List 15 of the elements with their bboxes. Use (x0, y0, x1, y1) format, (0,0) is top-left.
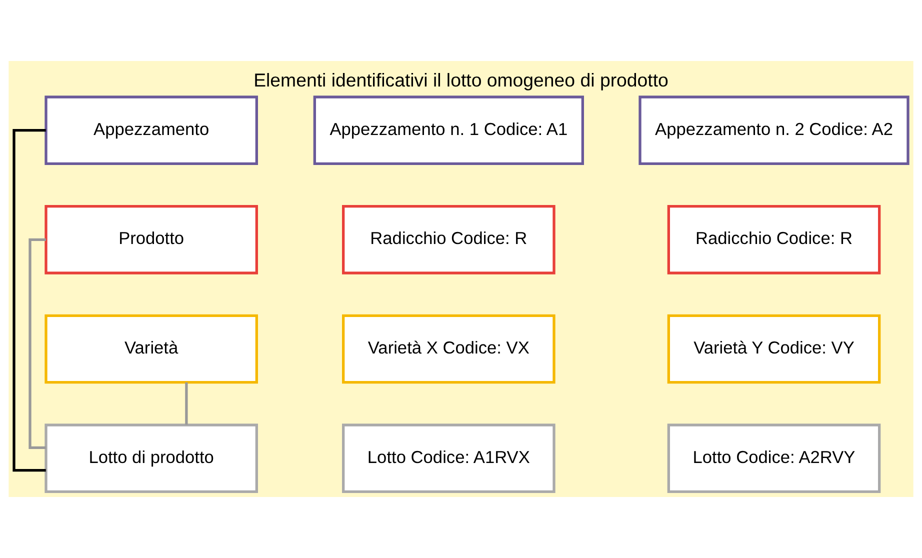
connector (185, 382, 188, 425)
node-box: Appezzamento (44, 96, 258, 165)
node-box: Varietà Y Codice: VY (667, 314, 881, 384)
node-box: Radicchio Codice: R (342, 205, 556, 274)
node-box: Varietà X Codice: VX (342, 314, 556, 384)
node-box: Varietà (44, 314, 258, 384)
node-box: Lotto di prodotto (44, 424, 258, 493)
diagram-title: Elementi identificativi il lotto omogeneo di prodotto (254, 70, 668, 91)
node-box: Lotto Codice: A1RVX (342, 424, 556, 493)
node-box: Lotto Codice: A2RVY (667, 424, 881, 493)
node-box: Appezzamento n. 2 Codice: A2 (638, 96, 910, 165)
node-box: Radicchio Codice: R (667, 205, 881, 274)
node-box: Prodotto (44, 205, 258, 274)
connector (12, 129, 46, 472)
node-box: Appezzamento n. 1 Codice: A1 (313, 96, 584, 165)
